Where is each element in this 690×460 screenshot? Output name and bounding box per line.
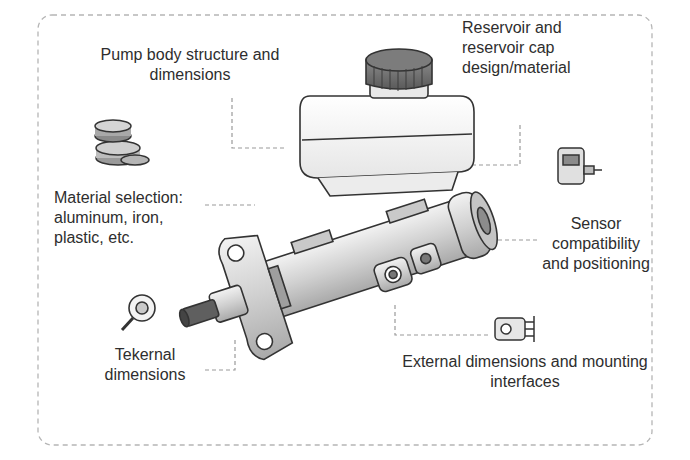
callout-label: External dimensions and mounting interfa… xyxy=(400,352,650,392)
mounting-icon xyxy=(495,316,534,342)
sensor-icon xyxy=(558,148,602,184)
reservoir xyxy=(300,49,474,196)
callout-label: Reservoir and reservoir cap design/mater… xyxy=(462,18,622,78)
master-cylinder xyxy=(161,158,513,380)
material-icon xyxy=(95,120,149,165)
callout-label: Material selection: aluminum, iron, plas… xyxy=(54,188,204,248)
callout-label: Pump body structure and dimensions xyxy=(100,45,280,85)
magnifier-icon xyxy=(122,295,155,330)
dashed-frame xyxy=(38,15,652,445)
callout-label: Tekernal dimensions xyxy=(80,345,210,385)
callout-label: Sensor compatibility and positioning xyxy=(540,214,652,274)
